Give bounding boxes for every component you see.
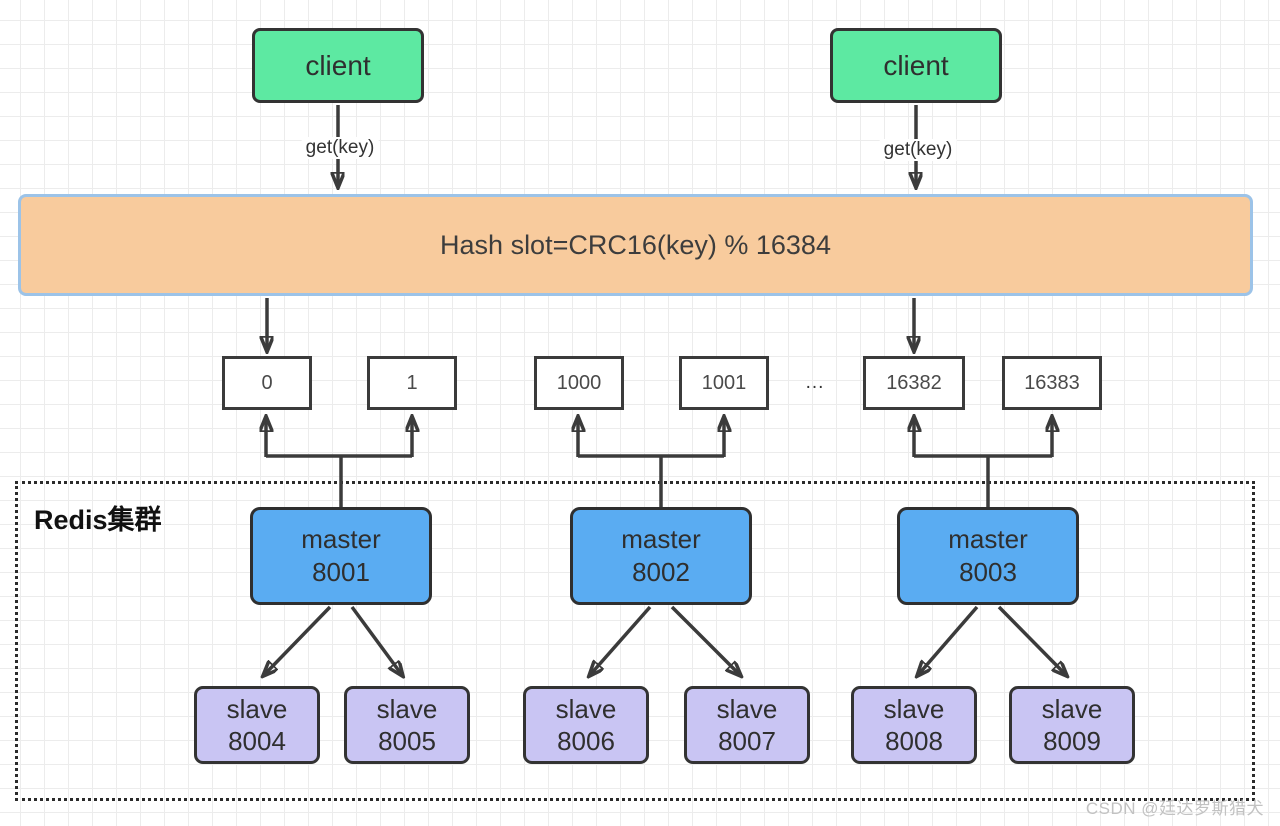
master-8002-node: master 8002 xyxy=(570,507,752,605)
slave-port: 8009 xyxy=(1043,726,1101,756)
slave-8007-node: slave 8007 xyxy=(684,686,810,764)
slot-label: 0 xyxy=(261,371,273,394)
slot-label: 16383 xyxy=(1024,371,1080,394)
slave-role: slave xyxy=(716,693,778,724)
slave-8005-node: slave 8005 xyxy=(344,686,470,764)
slot-16382: 16382 xyxy=(863,356,965,410)
slave-port: 8008 xyxy=(885,726,943,756)
master-8001-node: master 8001 xyxy=(250,507,432,605)
csdn-watermark: CSDN @廷达罗斯猎犬 xyxy=(1085,799,1264,818)
client-label: client xyxy=(305,49,371,81)
slot-0: 0 xyxy=(222,356,312,410)
slave-port: 8004 xyxy=(228,726,286,756)
get-key-label-right: get(key) xyxy=(879,139,957,161)
slave-8008-node: slave 8008 xyxy=(851,686,977,764)
slot-1000: 1000 xyxy=(534,356,624,410)
slot-1001: 1001 xyxy=(679,356,769,410)
hash-slot-formula: Hash slot=CRC16(key) % 16384 xyxy=(440,229,831,260)
master-role: master xyxy=(621,523,701,554)
slot-label: 1000 xyxy=(556,371,602,394)
redis-cluster-boundary: Redis集群 xyxy=(15,481,1255,801)
master-port: 8001 xyxy=(312,557,370,587)
slave-role: slave xyxy=(883,693,945,724)
slot-16383: 16383 xyxy=(1002,356,1102,410)
slots-ellipsis: ... xyxy=(805,372,825,393)
slave-role: slave xyxy=(376,693,438,724)
slot-label: 16382 xyxy=(886,371,942,394)
hash-slot-bar: Hash slot=CRC16(key) % 16384 xyxy=(18,194,1253,296)
get-key-label-left: get(key) xyxy=(301,137,379,159)
slave-8006-node: slave 8006 xyxy=(523,686,649,764)
master-8003-node: master 8003 xyxy=(897,507,1079,605)
slot-label: 1001 xyxy=(701,371,747,394)
master-role: master xyxy=(948,523,1028,554)
client-label: client xyxy=(883,49,949,81)
slave-8004-node: slave 8004 xyxy=(194,686,320,764)
cluster-title: Redis集群 xyxy=(34,505,162,535)
master-port: 8002 xyxy=(632,557,690,587)
master-role: master xyxy=(301,523,381,554)
slot-label: 1 xyxy=(406,371,418,394)
slave-port: 8006 xyxy=(557,726,615,756)
slave-role: slave xyxy=(226,693,288,724)
slave-8009-node: slave 8009 xyxy=(1009,686,1135,764)
master-port: 8003 xyxy=(959,557,1017,587)
client-node-left: client xyxy=(252,28,424,103)
slot-1: 1 xyxy=(367,356,457,410)
slave-port: 8005 xyxy=(378,726,436,756)
client-node-right: client xyxy=(830,28,1002,103)
slave-port: 8007 xyxy=(718,726,776,756)
slave-role: slave xyxy=(1041,693,1103,724)
slave-role: slave xyxy=(555,693,617,724)
